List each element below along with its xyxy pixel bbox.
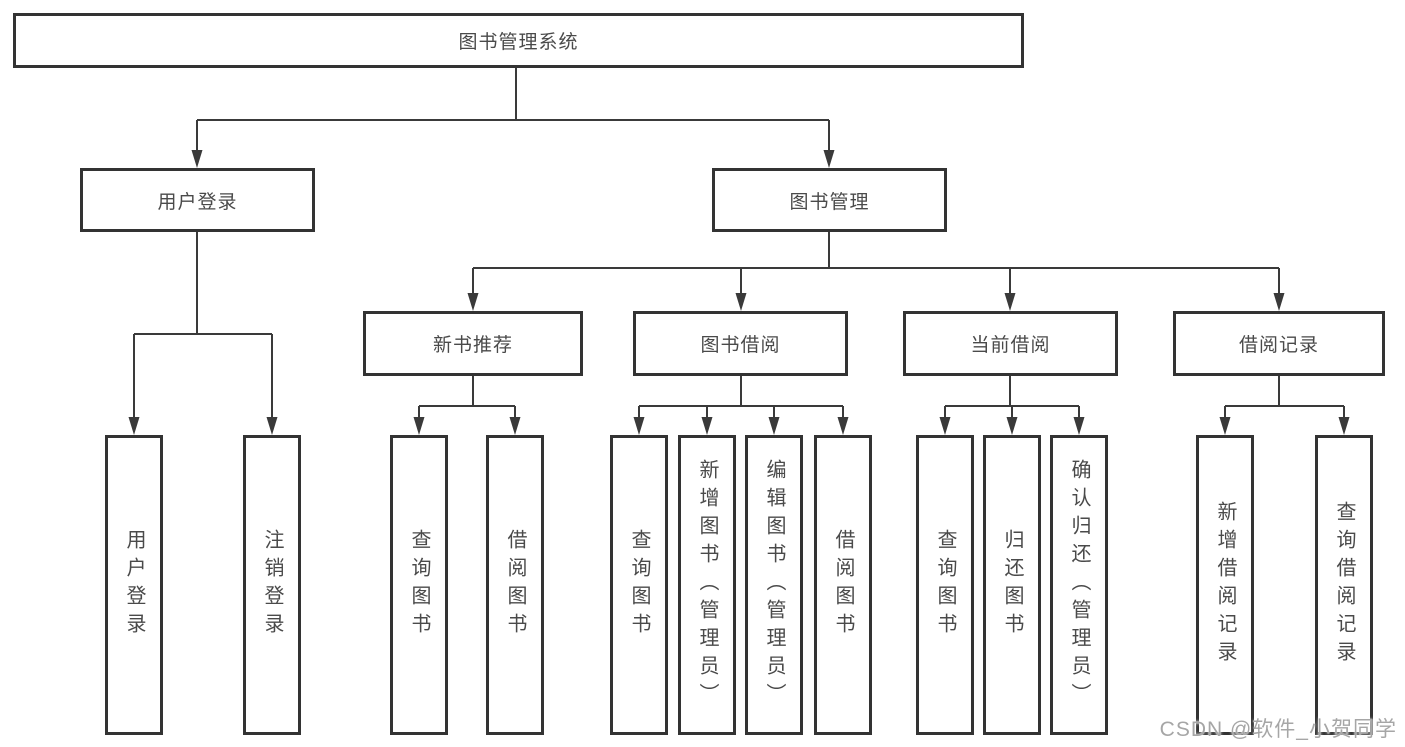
- arrow-down-icon: [1006, 417, 1018, 435]
- arrow-down-icon: [837, 417, 849, 435]
- connector-newbook-to-leaves: [413, 376, 521, 435]
- node-label: 用户登录: [157, 191, 238, 213]
- node-book-borrow: 图书借阅: [633, 311, 848, 376]
- arrow-down-icon: [701, 417, 713, 435]
- node-label: 当前借阅: [970, 335, 1051, 356]
- connector-login-to-leaves: [128, 232, 278, 435]
- node-leaf-logout: 注销登录: [243, 435, 301, 735]
- node-label: 新增图书（管理员）: [696, 459, 718, 711]
- node-label: 编辑图书（管理员）: [763, 459, 785, 711]
- arrow-down-icon: [128, 417, 140, 435]
- node-new-book-recommend: 新书推荐: [363, 311, 583, 376]
- node-leaf-return-book: 归还图书: [983, 435, 1041, 735]
- node-label: 归还图书: [1001, 529, 1023, 641]
- node-leaf-add-borrow-record: 新增借阅记录: [1196, 435, 1254, 735]
- node-label: 查询图书: [408, 529, 430, 641]
- node-label: 查询图书: [934, 529, 956, 641]
- node-label: 查询借阅记录: [1333, 501, 1355, 669]
- arrow-down-icon: [509, 417, 521, 435]
- arrow-down-icon: [939, 417, 951, 435]
- connector-line: [638, 376, 844, 419]
- connector-current-to-leaves: [939, 376, 1085, 435]
- node-leaf-borrow-books-1: 借阅图书: [486, 435, 544, 735]
- node-label: 查询图书: [628, 529, 650, 641]
- arrow-down-icon: [1273, 293, 1285, 311]
- node-label: 图书借阅: [700, 335, 781, 356]
- node-label: 借阅图书: [504, 529, 526, 641]
- node-label: 新增借阅记录: [1214, 501, 1236, 669]
- arrow-down-icon: [823, 150, 835, 168]
- arrow-down-icon: [413, 417, 425, 435]
- arrow-down-icon: [768, 417, 780, 435]
- node-label: 借阅图书: [832, 529, 854, 641]
- connector-record-to-leaves: [1219, 376, 1350, 435]
- node-label: 借阅记录: [1238, 335, 1319, 356]
- node-label: 新书推荐: [432, 335, 513, 356]
- connector-root-to-level2: [191, 68, 835, 168]
- node-user-login: 用户登录: [80, 168, 315, 232]
- node-leaf-add-book-admin: 新增图书（管理员）: [678, 435, 736, 735]
- node-current-borrow: 当前借阅: [903, 311, 1118, 376]
- arrow-down-icon: [1219, 417, 1231, 435]
- node-borrow-record: 借阅记录: [1173, 311, 1385, 376]
- node-library-management-system: 图书管理系统: [13, 13, 1024, 68]
- arrow-down-icon: [1073, 417, 1085, 435]
- arrow-down-icon: [1338, 417, 1350, 435]
- node-leaf-borrow-books-2: 借阅图书: [814, 435, 872, 735]
- node-leaf-query-books-2: 查询图书: [610, 435, 668, 735]
- arrow-down-icon: [266, 417, 278, 435]
- arrow-down-icon: [467, 293, 479, 311]
- node-leaf-edit-book-admin: 编辑图书（管理员）: [745, 435, 803, 735]
- connector-mgmt-to-level3: [467, 232, 1285, 311]
- connector-line: [133, 232, 273, 419]
- arrow-down-icon: [735, 293, 747, 311]
- node-book-management: 图书管理: [712, 168, 947, 232]
- node-leaf-query-books-1: 查询图书: [390, 435, 448, 735]
- arrow-down-icon: [1004, 293, 1016, 311]
- node-label: 确认归还（管理员）: [1068, 459, 1090, 711]
- node-leaf-query-borrow-record: 查询借阅记录: [1315, 435, 1373, 735]
- connector-borrow-to-leaves: [633, 376, 849, 435]
- connector-line: [472, 232, 1280, 295]
- node-leaf-query-books-3: 查询图书: [916, 435, 974, 735]
- node-leaf-user-login: 用户登录: [105, 435, 163, 735]
- node-label: 用户登录: [123, 529, 145, 641]
- arrow-down-icon: [633, 417, 645, 435]
- node-label: 图书管理: [789, 191, 870, 213]
- node-leaf-confirm-return-admin: 确认归还（管理员）: [1050, 435, 1108, 735]
- node-label: 注销登录: [261, 529, 283, 641]
- connector-line: [418, 376, 516, 419]
- connector-line: [1224, 376, 1345, 419]
- connector-line: [944, 376, 1080, 419]
- arrow-down-icon: [191, 150, 203, 168]
- node-label: 图书管理系统: [458, 32, 579, 53]
- connector-line: [196, 68, 830, 152]
